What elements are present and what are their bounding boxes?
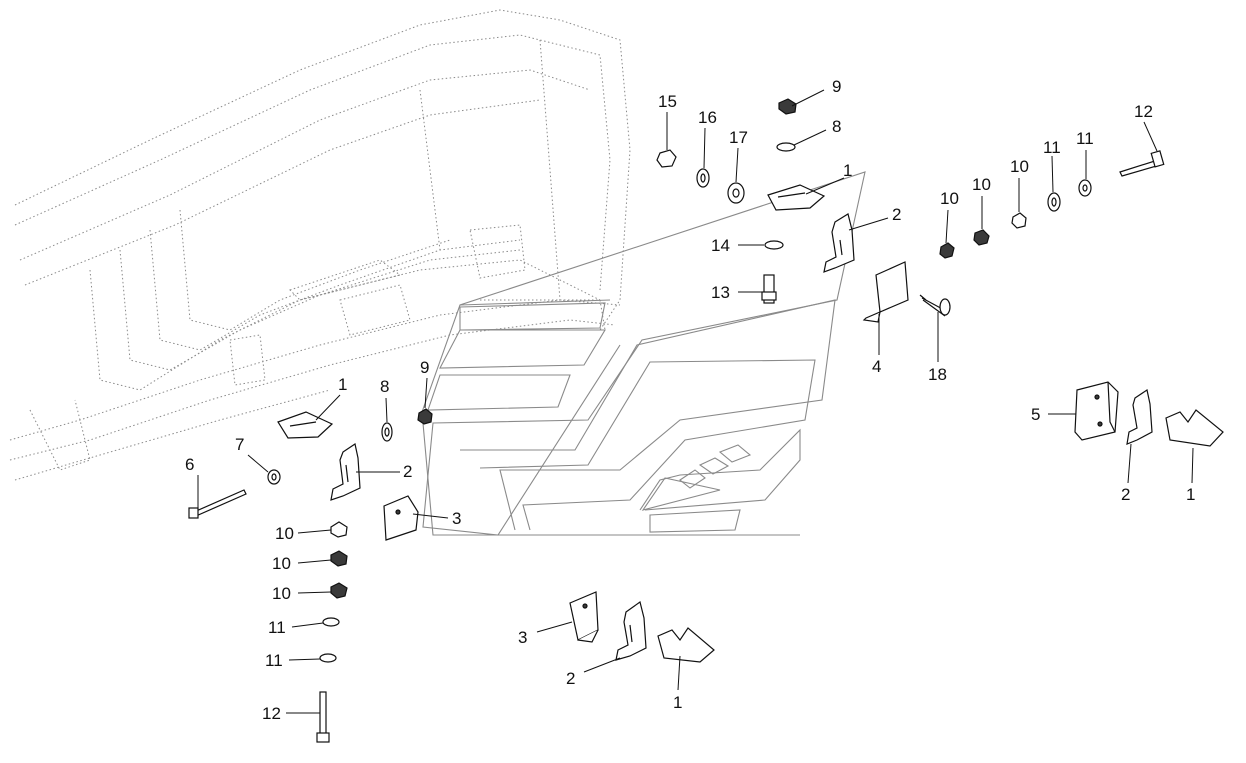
callout-10-b: 10 (972, 175, 991, 194)
nut-9-top (778, 98, 797, 115)
callout-1-top: 1 (843, 161, 852, 180)
bracket-2-top (823, 213, 855, 273)
callout-7: 7 (235, 435, 244, 454)
bracket-3-bottom (569, 591, 599, 643)
nut-9-left (417, 408, 433, 425)
callout-3-bottom: 3 (518, 628, 527, 647)
callout-12-bottom: 12 (262, 704, 281, 723)
callout-9-left: 9 (420, 358, 429, 377)
callout-1-right: 1 (1186, 485, 1195, 504)
callout-1-bottom: 1 (673, 693, 682, 712)
callout-3-left: 3 (452, 509, 461, 528)
callout-8-top: 8 (832, 117, 841, 136)
callout-2-bottom: 2 (566, 669, 575, 688)
bracket-4 (862, 261, 909, 323)
callout-9-top: 9 (832, 77, 841, 96)
callout-11-b: 11 (1076, 129, 1094, 148)
callout-10-a: 10 (940, 189, 959, 208)
washer-11-d (319, 653, 337, 663)
washer-17 (727, 182, 745, 204)
callout-15: 15 (658, 92, 677, 111)
leader-lines (197, 89, 1194, 714)
callout-13: 13 (711, 283, 730, 302)
callout-17: 17 (729, 128, 748, 147)
bracket-2-right (1126, 389, 1153, 445)
nut-15 (656, 149, 677, 168)
nut-10-f (330, 582, 348, 599)
callout-8-left: 8 (380, 377, 389, 396)
callout-labels: 15 16 17 9 8 1 2 14 13 4 18 12 10 10 10 … (185, 77, 1195, 723)
nut-10-b (973, 229, 990, 246)
callout-5: 5 (1031, 405, 1040, 424)
bracket-3-left (383, 495, 419, 541)
washer-11-b (1078, 179, 1092, 197)
callout-10-e: 10 (272, 554, 291, 573)
bracket-1-right (1165, 409, 1224, 447)
washer-7 (267, 469, 281, 485)
bracket-5 (1074, 381, 1119, 441)
nut-10-e (330, 550, 348, 567)
bolt-12-top (1119, 150, 1165, 177)
mud-flap (421, 171, 866, 536)
callout-18: 18 (928, 365, 947, 384)
callout-1-left: 1 (338, 375, 347, 394)
callout-2-left: 2 (403, 462, 412, 481)
callout-6: 6 (185, 455, 194, 474)
bolt-13 (761, 274, 777, 304)
callout-16: 16 (698, 108, 717, 127)
bolt-6 (188, 489, 247, 519)
callout-2-top: 2 (892, 205, 901, 224)
callout-11-c: 11 (268, 618, 286, 637)
washer-8-top (776, 142, 796, 152)
pin-18 (919, 294, 951, 317)
washer-14 (764, 240, 784, 250)
bracket-2-left (330, 443, 361, 501)
bolt-12-bottom (316, 691, 330, 743)
callout-14: 14 (711, 236, 730, 255)
washer-11-a (1047, 192, 1061, 212)
bracket-1-left (277, 411, 334, 439)
bracket-1-bottom (657, 627, 715, 663)
nut-10-c (1011, 212, 1027, 229)
washer-11-c (322, 617, 340, 627)
washer-16 (696, 168, 710, 188)
callout-11-a: 11 (1043, 138, 1061, 157)
callout-4: 4 (872, 357, 881, 376)
callout-12-top: 12 (1134, 102, 1153, 121)
callout-10-d: 10 (275, 524, 294, 543)
cab-fender-outline (9, 9, 631, 481)
callout-10-f: 10 (272, 584, 291, 603)
callout-2-right: 2 (1121, 485, 1130, 504)
callout-11-d: 11 (265, 651, 283, 670)
nut-10-d (330, 521, 348, 538)
washer-8-left (381, 422, 393, 442)
bracket-1-top (767, 184, 826, 211)
nut-10-a (939, 242, 955, 259)
bracket-2-bottom (615, 600, 647, 661)
callout-10-c: 10 (1010, 157, 1029, 176)
